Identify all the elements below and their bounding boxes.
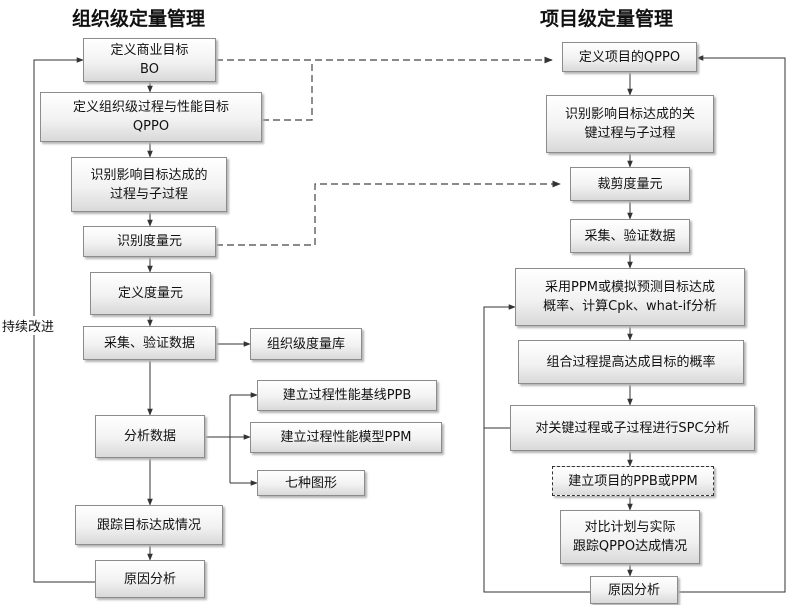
root-cause-right-box: 原因分析 [590,576,678,604]
predict-ppm-box: 采用PPM或模拟预测目标达成 概率、计算Cpk、what-if分析 [515,268,745,326]
collect-verify-box: 采集、验证数据 [83,326,216,360]
define-business-goal-box: 定义商业目标 BO [83,38,216,82]
compare-plan-box: 对比计划与实际 跟踪QPPO达成情况 [560,510,700,564]
left-title: 组织级定量管理 [72,8,206,30]
track-goal-box: 跟踪目标达成情况 [75,505,223,545]
tailor-measure-box: 裁剪度量元 [570,167,690,201]
org-repository-box: 组织级度量库 [250,328,362,360]
analyze-data-box: 分析数据 [95,415,205,458]
dash-qppo-to-rqppo [262,60,313,121]
collect-verify-right-box: 采集、验证数据 [570,219,690,253]
seven-charts-box: 七种图形 [257,470,365,496]
ppm-box: 建立过程性能模型PPM [250,422,442,453]
loop-improve-right [678,55,786,593]
identify-process-box: 识别影响目标达成的 过程与子过程 [71,157,227,212]
define-measure-box: 定义度量元 [90,272,211,315]
spc-analysis-box: 对关键过程或子过程进行SPC分析 [510,405,755,451]
define-org-qppo-box: 定义组织级过程与性能目标 QPPO [40,92,262,142]
dash-measure-to-tailor [216,180,561,246]
build-ppb-ppm-box: 建立项目的PPB或PPM [552,466,714,496]
define-project-qppo-box: 定义项目的QPPO [562,42,697,72]
ppb-box: 建立过程性能基线PPB [257,380,437,411]
continuous-improvement-label: 持续改进 [2,316,55,335]
right-title: 项目级定量管理 [540,8,674,30]
key-process-box: 识别影响目标达成的关 键过程与子过程 [546,95,714,153]
identify-measure-box: 识别度量元 [83,226,216,257]
combine-process-box: 组合过程提高达成目标的概率 [518,340,744,384]
loop-feedback-predict [483,304,590,593]
root-cause-left-box: 原因分析 [95,560,205,598]
